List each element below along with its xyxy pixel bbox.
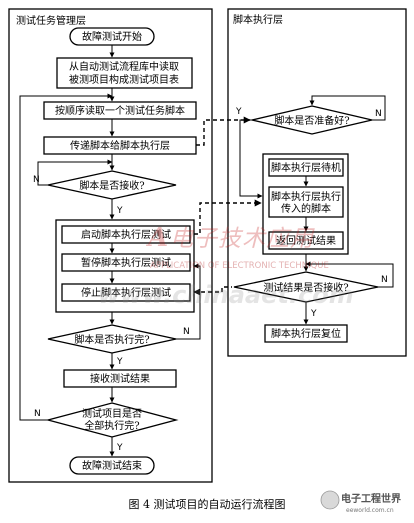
watermark-logo: A 电子技术应用: [145, 223, 315, 253]
stop-exec-text: 停止脚本执行层测试: [81, 286, 171, 299]
figure-caption: 图 4 测试项目的自动运行流程图: [129, 497, 286, 511]
corner-logo: 电子工程世界 eeworld.com.cn: [320, 490, 401, 514]
result-received-no-label: N: [381, 275, 388, 285]
read-script-box: [43, 101, 197, 120]
receive-result-text: 接收测试结果: [90, 372, 150, 385]
start-exec-text: 启动脚本执行层测试: [81, 228, 171, 241]
corner-logo-url: eeworld.com.cn: [346, 507, 394, 514]
end-node: [69, 456, 155, 475]
ready-decision: [251, 105, 373, 135]
exec-box: [268, 186, 344, 218]
finished-text: 脚本是否执行完?: [74, 333, 149, 346]
start-text: 故障测试开始: [82, 30, 142, 43]
end-text: 故障测试结束: [82, 459, 142, 472]
pause-exec-text: 暂停脚本执行层测试: [81, 256, 171, 269]
link-exec-to-script-group: [194, 199, 262, 235]
result-received-text: 测试结果是否接收?: [263, 281, 348, 294]
all-done-text-2: 全部执行完?: [84, 419, 139, 432]
script-exec-title: 脚本执行层: [233, 13, 283, 26]
all-done-yes-label: Y: [116, 443, 123, 453]
reset-text: 脚本执行层复位: [271, 327, 341, 340]
read-list-text-2: 被测项目构成测试项目表: [69, 73, 179, 86]
finished-yes-label: Y: [116, 357, 123, 367]
script-exec-panel: [227, 8, 407, 357]
ready-no-label: N: [375, 109, 382, 119]
all-done-no-label: N: [34, 409, 41, 419]
received-no-label: N: [33, 175, 40, 185]
return-result-box: [268, 231, 344, 250]
pause-exec-box: [61, 253, 191, 272]
standby-text: 脚本执行层待机: [271, 161, 341, 174]
read-script-text: 按顺序读取一个测试任务脚本: [55, 104, 185, 117]
result-received-yes-label: Y: [310, 309, 317, 319]
read-list-text-1: 从自动测试流程库中读取: [69, 60, 179, 73]
ready-text: 脚本是否准备好?: [274, 114, 349, 127]
task-manager-panel: [8, 8, 213, 483]
read-list-box: [56, 57, 193, 89]
link-group-to-result: [193, 286, 232, 296]
exec-text-2: 传入的脚本: [281, 202, 331, 215]
start-exec-box: [61, 225, 191, 244]
received-yes-label: Y: [116, 206, 123, 216]
ready-yes-label: Y: [235, 107, 242, 117]
all-done-text-1: 测试项目是否: [82, 407, 142, 420]
stop-exec-box: [61, 283, 191, 302]
watermark-url: www.chinaaet.com: [98, 281, 354, 309]
finished-no-label: N: [183, 327, 190, 337]
reset-box: [264, 324, 348, 343]
svg-text:A: A: [145, 223, 168, 253]
received-text: 脚本是否接收?: [79, 179, 144, 192]
corner-logo-text: 电子工程世界: [341, 492, 401, 505]
return-result-text: 返回测试结果: [276, 234, 336, 247]
link-pass-to-ready: [196, 116, 251, 146]
pass-script-text: 传递脚本给脚本执行层: [70, 139, 170, 152]
exec-text-1: 脚本执行层执行: [271, 190, 341, 203]
task-manager-title: 测试任务管理层: [16, 14, 86, 27]
watermark-english: APPLICATION OF ELECTRONIC TECHNIQUE: [150, 261, 329, 271]
receive-result-box: [63, 369, 177, 388]
watermark-logo-text: 电子技术应用: [170, 226, 315, 252]
